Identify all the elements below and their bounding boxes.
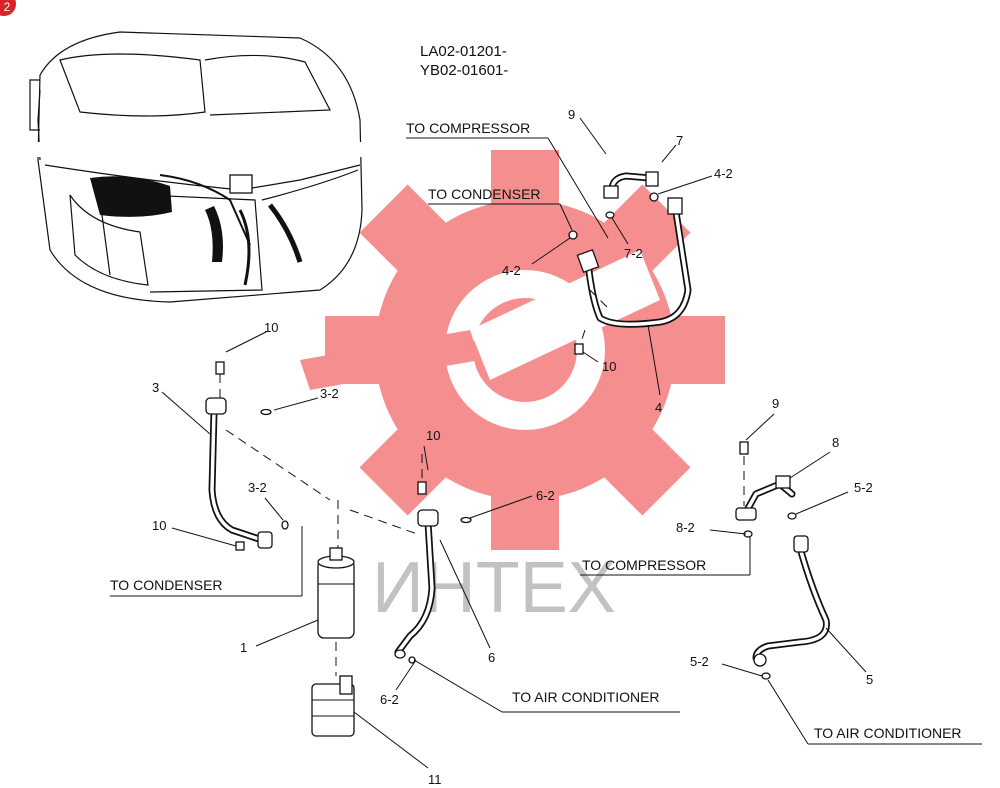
page-badge: 2 (0, 0, 16, 16)
callout-10-left-low: 10 (152, 518, 166, 533)
callout-6: 6 (488, 650, 495, 665)
bracket-11 (311, 675, 429, 769)
machine-illustration (25, 31, 370, 303)
hose-4-assembly (406, 117, 713, 396)
hose-3-assembly (110, 331, 421, 597)
callout-10-left-top: 10 (264, 320, 278, 335)
label-to-condenser-top: TO CONDENSER (428, 186, 541, 202)
callout-6-2-top: 6-2 (536, 488, 555, 503)
receiver-drier-1 (255, 547, 355, 676)
label-to-compressor-right: TO COMPRESSOR (582, 557, 706, 573)
callout-9-right: 9 (772, 396, 779, 411)
callout-6-2-low: 6-2 (380, 692, 399, 707)
callout-4-2-left: 4-2 (502, 263, 521, 278)
callout-5: 5 (866, 672, 873, 687)
serial-line-1: LA02-01201- (420, 43, 507, 60)
callout-11: 11 (428, 772, 442, 787)
callout-7: 7 (676, 133, 683, 148)
callout-3-2-mid: 3-2 (248, 480, 267, 495)
serial-line-2: YB02-01601- (420, 62, 508, 79)
callout-4-2-top: 4-2 (714, 166, 733, 181)
page-badge-number: 2 (3, 0, 11, 14)
hose-5-8-assembly (580, 413, 982, 745)
label-to-condenser-left: TO CONDENSER (110, 577, 223, 593)
callout-5-2-top: 5-2 (854, 480, 873, 495)
callout-9-top: 9 (568, 107, 575, 122)
hose-6-assembly (394, 445, 680, 713)
callout-1: 1 (240, 640, 247, 655)
callout-8-2: 8-2 (676, 520, 695, 535)
watermark-text: ИНТЕХ (372, 548, 616, 628)
callout-10-center: 10 (426, 428, 440, 443)
callout-3-2-top: 3-2 (320, 386, 339, 401)
callout-3: 3 (152, 380, 159, 395)
callout-5-2-low: 5-2 (690, 654, 709, 669)
label-to-compressor-top: TO COMPRESSOR (406, 120, 530, 136)
callout-10-mid: 10 (602, 359, 616, 374)
callout-8: 8 (832, 435, 839, 450)
label-to-air-conditioner-mid: TO AIR CONDITIONER (512, 689, 660, 705)
label-to-air-conditioner-right: TO AIR CONDITIONER (814, 725, 962, 741)
callout-4: 4 (655, 400, 662, 415)
callout-7-2: 7-2 (624, 246, 643, 261)
watermark-gear (300, 150, 725, 550)
